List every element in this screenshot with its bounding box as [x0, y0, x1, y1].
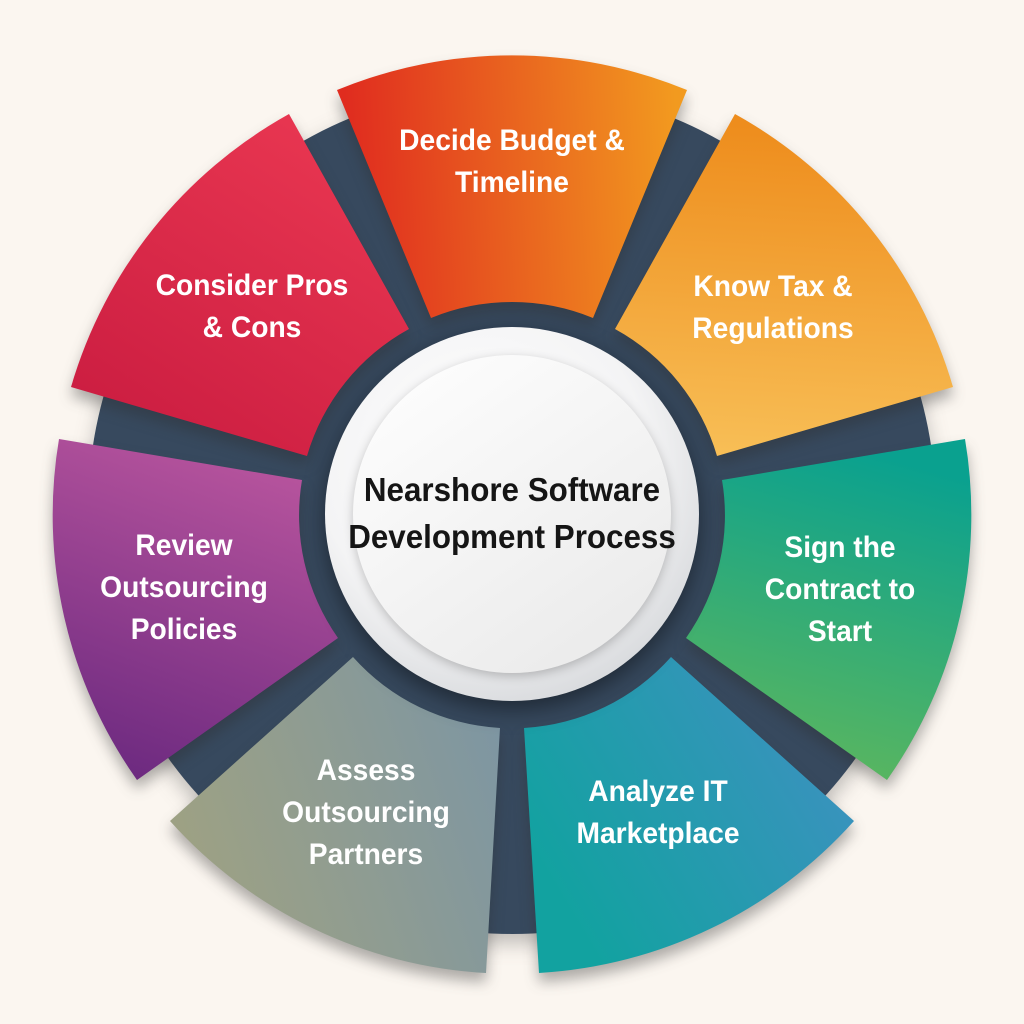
segment-label-consider-pros: Consider Pros & Cons	[156, 265, 349, 349]
segment-label-line: Regulations	[692, 312, 854, 345]
segment-label-line: Policies	[130, 613, 238, 646]
segment-label-line: Assess	[316, 754, 416, 787]
segment-label-line: Partners	[308, 838, 424, 871]
segment-label-sign-contract: Sign the Contract to Start	[765, 527, 915, 653]
segment-wedge-consider-pros	[71, 114, 409, 456]
segment-label-review-policies: Review Outsourcing Policies	[100, 525, 268, 651]
segment-label-line: Marketplace	[576, 817, 740, 850]
segment-wedge-review-policies	[52, 439, 338, 780]
center-disc-inner	[353, 355, 671, 673]
segment-label-know-tax: Know Tax & Regulations	[692, 266, 853, 350]
segment-label-decide-budget: Decide Budget & Timeline	[399, 120, 625, 204]
segment-label-line: Outsourcing	[282, 796, 450, 829]
center-title: Nearshore Software Development Process	[348, 467, 676, 561]
segment-label-analyze-it: Analyze IT Marketplace	[576, 771, 739, 855]
segment-wedge-decide-budget	[337, 55, 687, 318]
segment-label-line: Decide Budget &	[399, 124, 625, 157]
center-title-line: Development Process	[348, 518, 676, 555]
center-title-line: Nearshore Software	[363, 471, 661, 509]
segment-label-line: Review	[135, 529, 233, 562]
segment-label-line: Analyze IT	[588, 775, 728, 808]
segment-label-line: Know Tax &	[693, 270, 853, 303]
segment-wedge-sign-contract	[686, 439, 972, 780]
segment-wedge-assess-partners	[170, 657, 500, 973]
segment-label-assess-partners: Assess Outsourcing Partners	[282, 750, 450, 876]
segment-label-line: Start	[807, 615, 873, 648]
segment-label-line: Contract to	[764, 573, 916, 606]
segment-label-line: Timeline	[455, 166, 569, 199]
segment-label-line: Sign the	[784, 531, 896, 564]
segment-label-line: & Cons	[202, 311, 302, 344]
segment-wedge-know-tax	[615, 114, 953, 456]
segment-label-line: Outsourcing	[100, 571, 268, 604]
segment-wedge-analyze-it	[524, 657, 854, 973]
segment-label-line: Consider Pros	[155, 269, 349, 302]
